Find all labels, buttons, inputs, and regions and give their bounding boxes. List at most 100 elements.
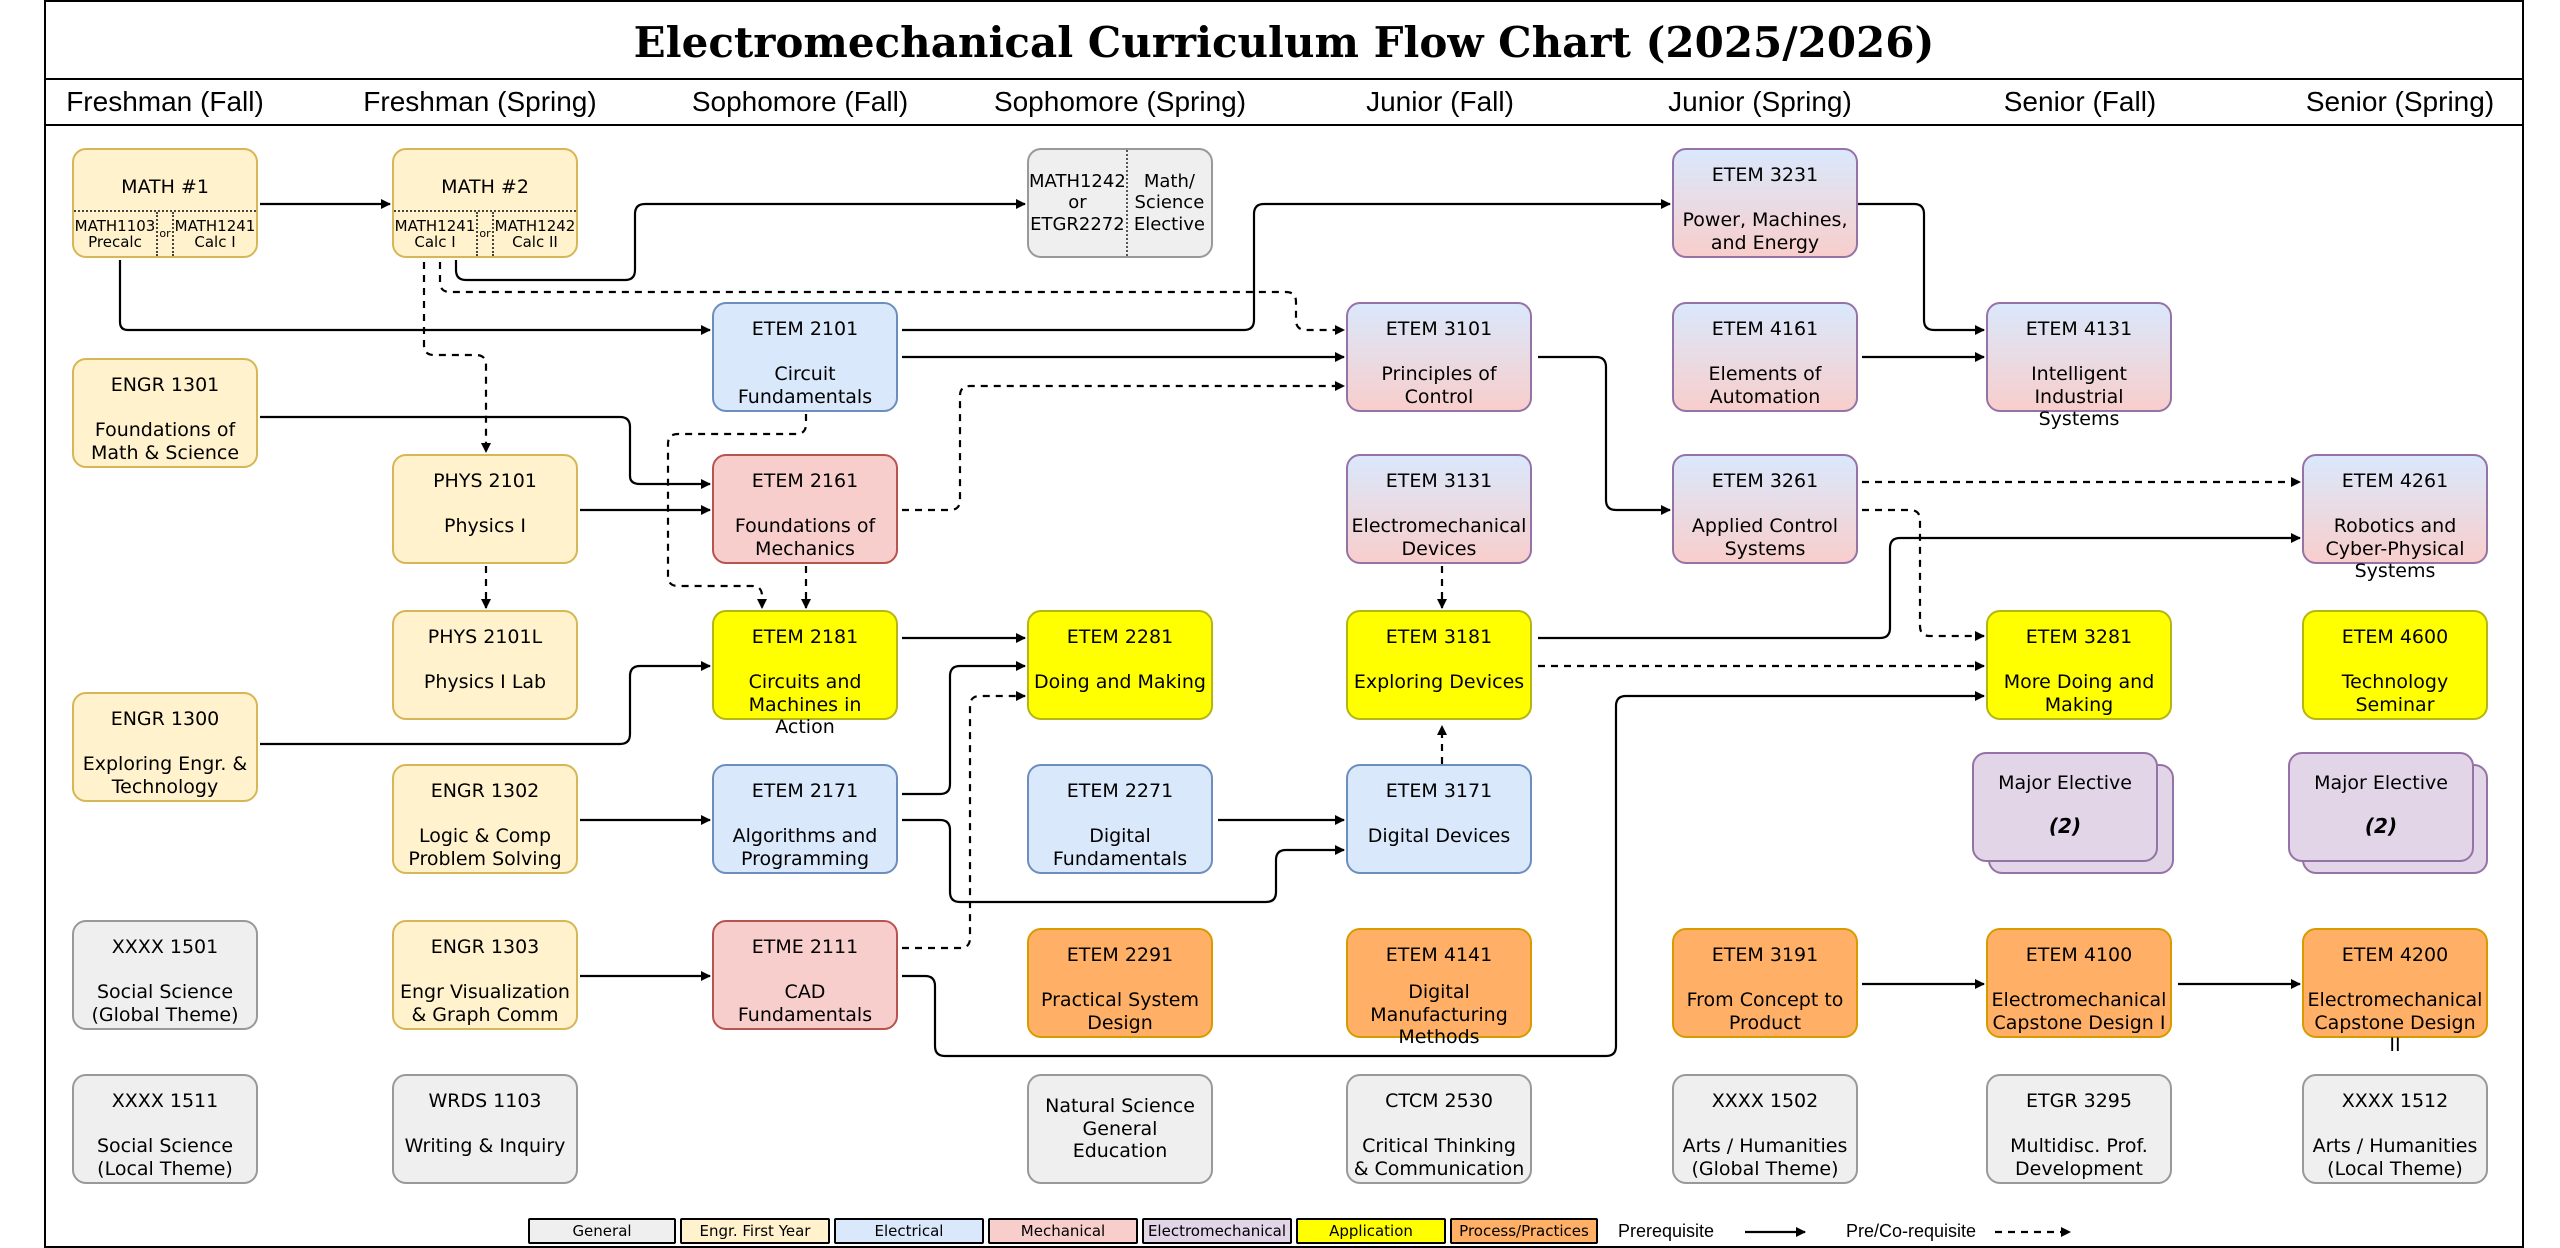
course-etem4141[interactable]: ETEM 4141 Digital Manufacturing Methods bbox=[1346, 928, 1532, 1048]
course-major-elective-spring[interactable]: Major Elective (2) bbox=[2288, 752, 2474, 862]
course-code: ENGR 1300 bbox=[110, 708, 220, 730]
course-engr1300[interactable]: ENGR 1300 Exploring Engr. & Technology bbox=[72, 692, 258, 802]
course-etem2161[interactable]: ETEM 2161 Foundations of Mechanics bbox=[712, 454, 898, 564]
course-name: Digital Fundamentals bbox=[1052, 824, 1188, 870]
course-etme2111[interactable]: ETME 2111 CAD Fundamentals bbox=[712, 920, 898, 1030]
course-name: Foundations of Math & Science bbox=[90, 418, 240, 464]
course-etem4200[interactable]: ETEM 4200 Electromechanical Capstone Des… bbox=[2302, 928, 2488, 1056]
semester-header: Sophomore (Fall) bbox=[691, 86, 909, 117]
course-major-elective-fall[interactable]: Major Elective (2) bbox=[1972, 752, 2158, 862]
elective-options: MATH1242 or ETGR2272 bbox=[1029, 170, 1126, 235]
course-name: Social Science (Global Theme) bbox=[91, 980, 239, 1026]
course-name: Social Science (Local Theme) bbox=[96, 1134, 234, 1180]
course-etem4100[interactable]: ETEM 4100 Electromechanical Capstone Des… bbox=[1986, 928, 2172, 1038]
course-name: Electromechanical Capstone Design II bbox=[2307, 988, 2483, 1057]
legend-mechanical: Mechanical bbox=[988, 1218, 1138, 1244]
elective-count: (2) bbox=[2048, 814, 2082, 838]
course-etem2171[interactable]: ETEM 2171 Algorithms and Programming bbox=[712, 764, 898, 874]
course-code: PHYS 2101 bbox=[433, 470, 537, 492]
course-name: From Concept to Product bbox=[1686, 988, 1844, 1034]
semester-header: Senior (Spring) bbox=[2305, 86, 2495, 117]
header-divider bbox=[44, 124, 2524, 126]
option-code: MATH1241 bbox=[394, 216, 476, 235]
course-etem3131[interactable]: ETEM 3131 Electromechanical Devices bbox=[1346, 454, 1532, 564]
course-etem3231[interactable]: ETEM 3231 Power, Machines, and Energy bbox=[1672, 148, 1858, 258]
course-engr1302[interactable]: ENGR 1302 Logic & Comp Problem Solving bbox=[392, 764, 578, 874]
option-name: Calc II bbox=[512, 233, 558, 251]
course-code: ETEM 3171 bbox=[1385, 780, 1493, 802]
course-etem3281[interactable]: ETEM 3281 More Doing and Making bbox=[1986, 610, 2172, 720]
course-xxxx1501[interactable]: XXXX 1501 Social Science (Global Theme) bbox=[72, 920, 258, 1030]
course-math-science-elective[interactable]: MATH1242 or ETGR2272 Math/ Science Elect… bbox=[1027, 148, 1213, 258]
option-name: Calc I bbox=[414, 233, 456, 251]
course-code: ETEM 4141 bbox=[1385, 944, 1493, 966]
course-code: WRDS 1103 bbox=[428, 1090, 542, 1112]
option-name: Precalc bbox=[88, 233, 142, 251]
course-etem2101[interactable]: ETEM 2101 Circuit Fundamentals bbox=[712, 302, 898, 412]
course-xxxx1512[interactable]: XXXX 1512 Arts / Humanities (Local Theme… bbox=[2302, 1074, 2488, 1184]
course-code: ETEM 3131 bbox=[1385, 470, 1493, 492]
course-name: Power, Machines, and Energy bbox=[1682, 208, 1848, 254]
course-engr1301[interactable]: ENGR 1301 Foundations of Math & Science bbox=[72, 358, 258, 468]
course-name: Practical System Design bbox=[1040, 988, 1199, 1034]
course-etem3101[interactable]: ETEM 3101 Principles of Control bbox=[1346, 302, 1532, 412]
course-code: ENGR 1301 bbox=[110, 374, 220, 396]
course-etem4161[interactable]: ETEM 4161 Elements of Automation bbox=[1672, 302, 1858, 412]
course-code: ETGR 3295 bbox=[2026, 1090, 2132, 1112]
course-xxxx1502[interactable]: XXXX 1502 Arts / Humanities (Global Them… bbox=[1672, 1074, 1858, 1184]
course-name: Principles of Control bbox=[1381, 362, 1497, 408]
course-wrds1103[interactable]: WRDS 1103 Writing & Inquiry bbox=[392, 1074, 578, 1184]
course-etem4600[interactable]: ETEM 4600 Technology Seminar bbox=[2302, 610, 2488, 720]
semester-header: Junior (Fall) bbox=[1366, 86, 1514, 117]
course-etem3191[interactable]: ETEM 3191 From Concept to Product bbox=[1672, 928, 1858, 1038]
course-engr1303[interactable]: ENGR 1303 Engr Visualization & Graph Com… bbox=[392, 920, 578, 1030]
course-etem4131[interactable]: ETEM 4131 Intelligent Industrial Systems bbox=[1986, 302, 2172, 430]
course-code: ETEM 4131 bbox=[2025, 318, 2133, 340]
chart-title: Electromechanical Curriculum Flow Chart … bbox=[633, 18, 1935, 67]
course-etem2291[interactable]: ETEM 2291 Practical System Design bbox=[1027, 928, 1213, 1038]
legend-electrical: Electrical bbox=[834, 1218, 984, 1244]
course-etem3181[interactable]: ETEM 3181 Exploring Devices bbox=[1346, 610, 1532, 720]
course-code: ETEM 2181 bbox=[751, 626, 859, 648]
course-name: More Doing and Making bbox=[2003, 670, 2155, 716]
legend-prerequisite: Prerequisite bbox=[1618, 1221, 1715, 1241]
elective-count: (2) bbox=[2364, 814, 2398, 838]
course-etem3171[interactable]: ETEM 3171 Digital Devices bbox=[1346, 764, 1532, 874]
course-phys2101[interactable]: PHYS 2101 Physics I bbox=[392, 454, 578, 564]
course-name: Circuit Fundamentals bbox=[737, 362, 873, 408]
course-etem2281[interactable]: ETEM 2281 Doing and Making bbox=[1027, 610, 1213, 720]
course-code: ETEM 4261 bbox=[2341, 470, 2449, 492]
course-etem3261[interactable]: ETEM 3261 Applied Control Systems bbox=[1672, 454, 1858, 564]
option-code: MATH1242 bbox=[494, 216, 576, 235]
course-phys2101l[interactable]: PHYS 2101L Physics I Lab bbox=[392, 610, 578, 720]
course-etem2271[interactable]: ETEM 2271 Digital Fundamentals bbox=[1027, 764, 1213, 874]
course-name: Physics I bbox=[444, 514, 526, 537]
course-name: Exploring Devices bbox=[1353, 670, 1525, 693]
course-ctcm2530[interactable]: CTCM 2530 Critical Thinking & Communicat… bbox=[1346, 1074, 1532, 1184]
semester-header: Freshman (Spring) bbox=[363, 86, 597, 117]
course-code: ETEM 3101 bbox=[1385, 318, 1493, 340]
course-natural-science[interactable]: Natural Science General Education bbox=[1027, 1074, 1213, 1184]
semester-header: Sophomore (Spring) bbox=[993, 86, 1247, 117]
course-name: Exploring Engr. & Technology bbox=[82, 752, 248, 798]
course-name: Arts / Humanities (Local Theme) bbox=[2312, 1134, 2478, 1180]
course-code: ETME 2111 bbox=[751, 936, 859, 958]
course-name: Arts / Humanities (Global Theme) bbox=[1682, 1134, 1848, 1180]
course-etem2181[interactable]: ETEM 2181 Circuits and Machines in Actio… bbox=[712, 610, 898, 738]
course-name: Foundations of Mechanics bbox=[734, 514, 876, 560]
course-etem4261[interactable]: ETEM 4261 Robotics and Cyber-Physical Sy… bbox=[2302, 454, 2488, 582]
course-etgr3295[interactable]: ETGR 3295 Multidisc. Prof. Development bbox=[1986, 1074, 2172, 1184]
course-xxxx1511[interactable]: XXXX 1511 Social Science (Local Theme) bbox=[72, 1074, 258, 1184]
legend-electromechanical: Electromechanical bbox=[1142, 1218, 1292, 1244]
course-name: Applied Control Systems bbox=[1691, 514, 1839, 560]
option-name: Calc I bbox=[194, 233, 236, 251]
course-code: ETEM 4161 bbox=[1711, 318, 1819, 340]
option-code: MATH1241 bbox=[174, 216, 256, 235]
course-code: Major Elective bbox=[2314, 772, 2448, 794]
course-name: Algorithms and Programming bbox=[732, 824, 878, 870]
legend-application: Application bbox=[1296, 1218, 1446, 1244]
or-label: or bbox=[156, 212, 174, 256]
